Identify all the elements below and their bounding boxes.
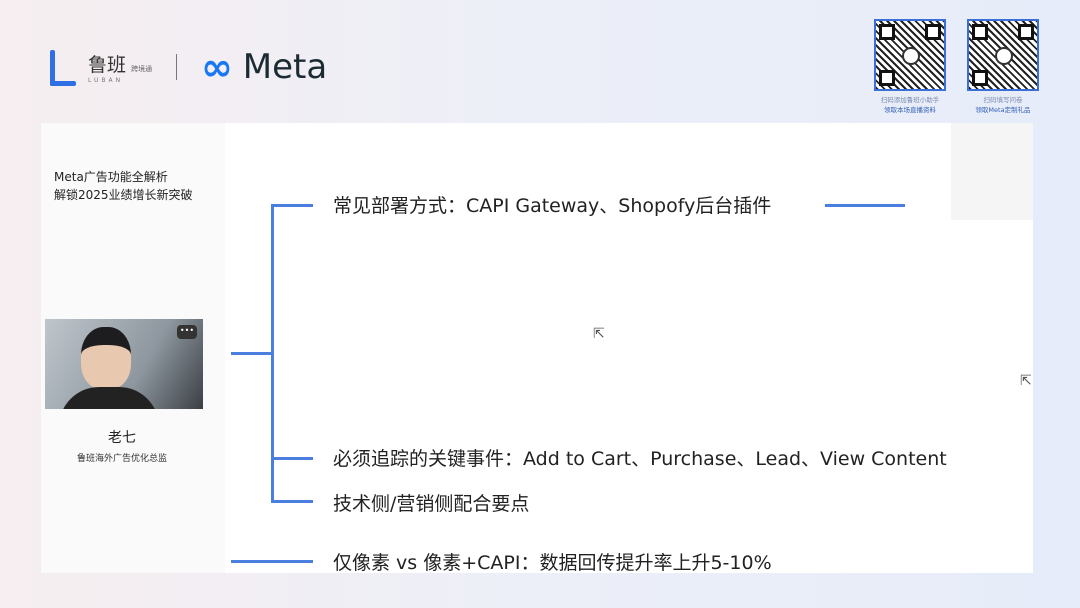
luban-logo: 鲁班 跨境通 LUBAN ∞ Meta (44, 46, 327, 88)
connector (271, 204, 313, 207)
mindmap: 常见部署方式：CAPI Gateway、Shopofy后台插件 必须追踪的关键事… (231, 123, 1031, 573)
slide: Meta广告功能全解析解锁2025业绩增长新突破 ••• 老七 鲁班海外广告优化… (41, 123, 1033, 573)
qr-code-assistant (874, 19, 946, 91)
meta-logo-icon: ∞ (201, 45, 233, 89)
meta-name: Meta (242, 47, 328, 87)
speaker-name: 老七 (108, 430, 136, 446)
wechat-icon (902, 47, 920, 65)
connector (231, 352, 271, 355)
mindmap-item: 必须追踪的关键事件：Add to Cart、Purchase、Lead、View… (333, 448, 947, 470)
wechat-icon (995, 47, 1013, 65)
connector (825, 204, 905, 207)
divider (176, 54, 178, 80)
qr-caption-1: 扫码添加鲁班小助手领取本场直播资料 (880, 96, 940, 114)
qr-code-survey (967, 19, 1039, 91)
luban-sub: LUBAN (88, 77, 124, 84)
luban-side: 跨境通 (131, 65, 153, 73)
speaker-video[interactable]: ••• (45, 319, 203, 409)
connector (271, 500, 313, 503)
connector (271, 457, 313, 460)
corner-panel (951, 123, 1033, 220)
luban-name: 鲁班 (88, 54, 127, 76)
mindmap-item: 技术侧/营销侧配合要点 (333, 493, 530, 515)
qr-caption-2: 扫码填写问卷领取Meta定制礼品 (975, 96, 1031, 114)
mouse-cursor-icon: ⇱ (1020, 373, 1032, 389)
slide-title: Meta广告功能全解析解锁2025业绩增长新突破 (54, 170, 193, 202)
luban-logo-icon (44, 46, 78, 88)
speaker-role: 鲁班海外广告优化总监 (76, 454, 167, 464)
mindmap-item: 仅像素 vs 像素+CAPI：数据回传提升率上升5-10% (333, 552, 772, 573)
mindmap-item: 常见部署方式：CAPI Gateway、Shopofy后台插件 (333, 195, 772, 217)
connector (231, 560, 313, 563)
more-options-button[interactable]: ••• (177, 325, 197, 339)
mouse-cursor-icon: ⇱ (593, 326, 605, 342)
connector (271, 205, 274, 501)
